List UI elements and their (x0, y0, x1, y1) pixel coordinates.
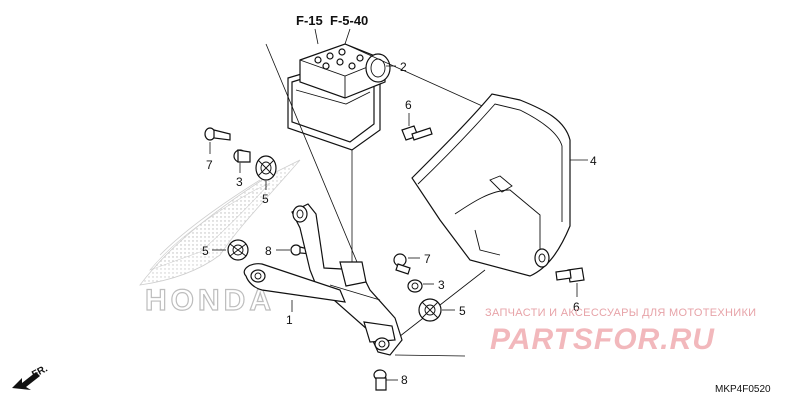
callout-bolt-left: 7 (206, 158, 213, 172)
callout-collar-mid: 3 (438, 278, 445, 292)
front-direction-arrow: FR. (12, 363, 50, 390)
bolt-right (555, 267, 585, 283)
callout-bolt-top: 6 (405, 98, 412, 112)
bolt-bottom (373, 369, 387, 391)
callout-abs-unit: 2 (400, 60, 407, 74)
watermark-brand: PARTSFOR.RU (490, 323, 715, 356)
collar-left (233, 149, 251, 163)
front-direction-label: FR. (30, 363, 50, 380)
mounting-bracket (243, 203, 403, 356)
collar-mid (407, 279, 423, 293)
grommet-lower (227, 239, 249, 261)
grommet-upper (255, 155, 277, 181)
abs-cover (411, 93, 571, 277)
honda-logo-text: HONDA (145, 284, 275, 317)
abs-modulator-unit (287, 43, 391, 151)
reference-f15: F-15 (296, 13, 323, 28)
callout-bolt-small: 8 (265, 244, 272, 258)
diagram-code: MKP4F0520 (715, 384, 771, 395)
bolt-mid (393, 253, 411, 275)
callout-bolt-mid: 7 (424, 252, 431, 266)
callout-cover: 4 (590, 154, 597, 168)
bolt-left (204, 127, 231, 141)
callout-bracket: 1 (286, 313, 293, 327)
callout-grommet-upper: 5 (262, 192, 269, 206)
callout-grommet-right: 5 (459, 304, 466, 318)
callout-bolt-bottom: 8 (401, 373, 408, 387)
bolt-top (401, 125, 433, 141)
grommet-right (418, 298, 442, 322)
reference-f540: F-5-40 (330, 13, 368, 28)
callout-collar-left: 3 (236, 175, 243, 189)
callout-bolt-right: 6 (573, 300, 580, 314)
callout-grommet-lower: 5 (202, 244, 209, 258)
honda-wing-logo: HONDA (139, 159, 301, 318)
watermark-caption: ЗАПЧАСТИ И АКСЕССУАРЫ ДЛЯ МОТОТЕХНИКИ (485, 307, 756, 319)
